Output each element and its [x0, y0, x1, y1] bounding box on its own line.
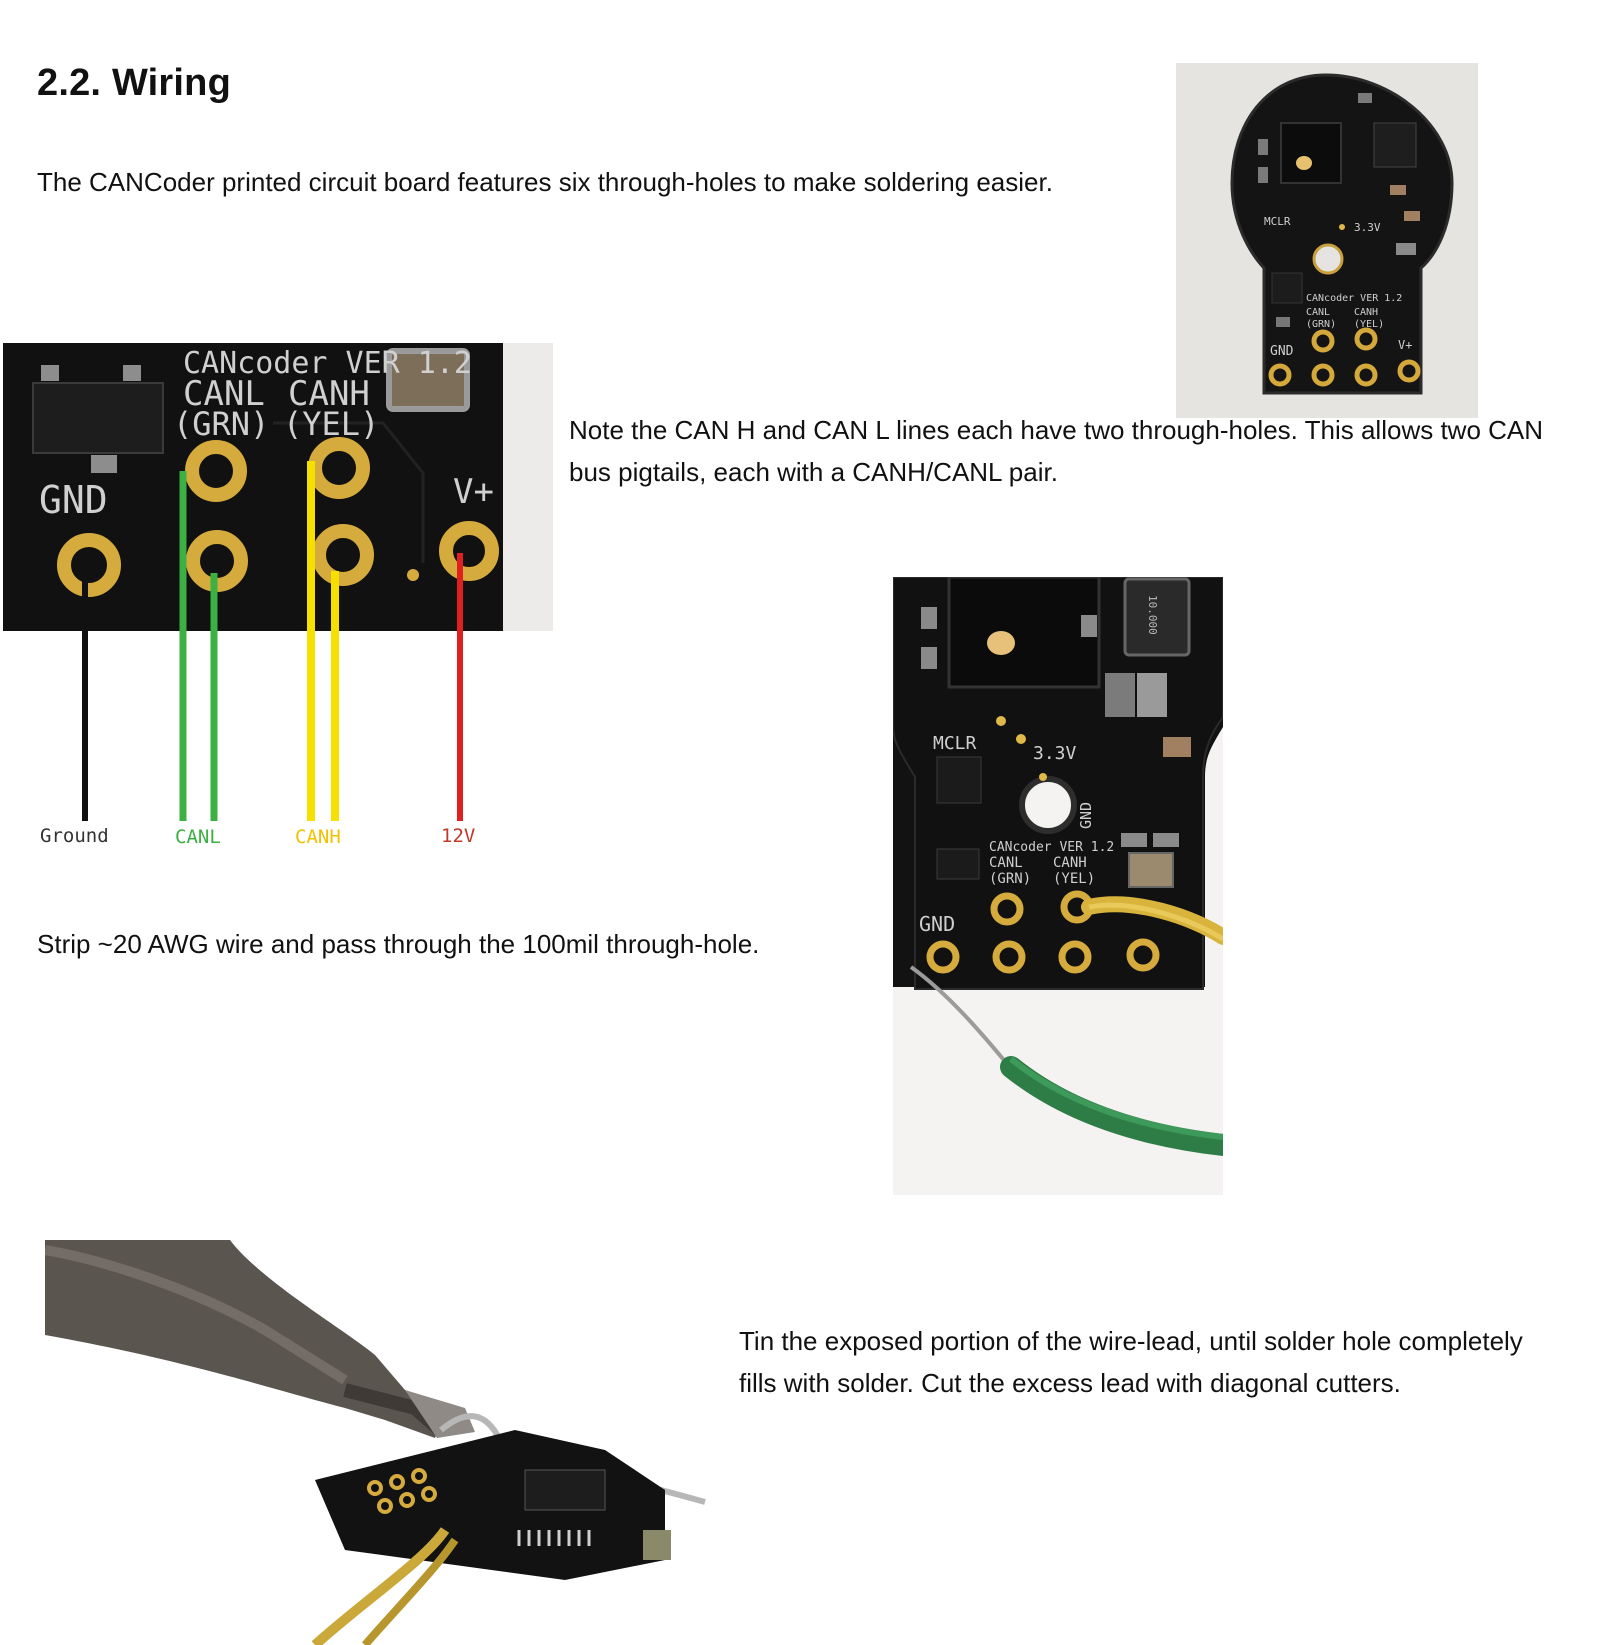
silk-grn: (GRN)	[989, 871, 1031, 887]
silk-gnd-side: GND	[1077, 802, 1095, 829]
silk-yel: (YEL)	[1354, 319, 1384, 330]
silk-3v3: 3.3V	[1033, 743, 1077, 764]
silk-canh: CANH	[288, 374, 370, 414]
silk-canl: CANL	[1306, 307, 1330, 318]
silk-canh: CANH	[1354, 307, 1378, 318]
silk-board-name: CANcoder VER 1.2	[989, 840, 1114, 855]
silk-crystal: 10.000	[1146, 595, 1159, 635]
silk-yel: (YEL)	[1053, 871, 1095, 887]
silk-canh: CANH	[1053, 855, 1087, 871]
silk-grn: (GRN)	[173, 405, 269, 443]
label-canh: CANH	[295, 826, 341, 848]
can-note-paragraph: Note the CAN H and CAN L lines each have…	[569, 415, 1544, 487]
silk-canl: CANL	[183, 374, 265, 414]
cancoder-board-photo: MCLR 3.3V CANcoder VER 1.2 CANL CANH (GR…	[1176, 63, 1478, 418]
tin-paragraph: Tin the exposed portion of the wire-lead…	[739, 1326, 1523, 1398]
silk-3v3: 3.3V	[1354, 221, 1381, 234]
silk-gnd: GND	[1270, 344, 1294, 359]
silk-vplus: V+	[453, 472, 494, 512]
label-canl: CANL	[175, 826, 221, 848]
wire-insert-photo: 10.000 MCLR 3.3V GND CANcoder VER 1.2 CA…	[893, 577, 1223, 1195]
label-12v: 12V	[441, 825, 476, 847]
silk-mclr: MCLR	[1264, 215, 1291, 228]
silk-canl: CANL	[989, 855, 1023, 871]
label-ground: Ground	[40, 825, 109, 847]
silk-vplus: V+	[1398, 338, 1412, 352]
soldering-photo	[45, 1240, 715, 1645]
section-title: 2.2. Wiring	[37, 62, 231, 104]
silk-mclr: MCLR	[933, 733, 977, 754]
intro-paragraph: The CANCoder printed circuit board featu…	[37, 167, 1053, 197]
wiring-diagram: CANcoder VER 1.2 CANL CANH (GRN) (YEL) G…	[3, 343, 555, 873]
silk-gnd: GND	[919, 912, 955, 936]
silk-yel: (YEL)	[283, 405, 379, 443]
silk-board-name: CANcoder VER 1.2	[183, 346, 472, 381]
silk-board-name: CANcoder VER 1.2	[1306, 293, 1402, 304]
strip-paragraph: Strip ~20 AWG wire and pass through the …	[37, 929, 760, 959]
silk-grn: (GRN)	[1306, 319, 1336, 330]
silk-gnd: GND	[39, 478, 108, 522]
